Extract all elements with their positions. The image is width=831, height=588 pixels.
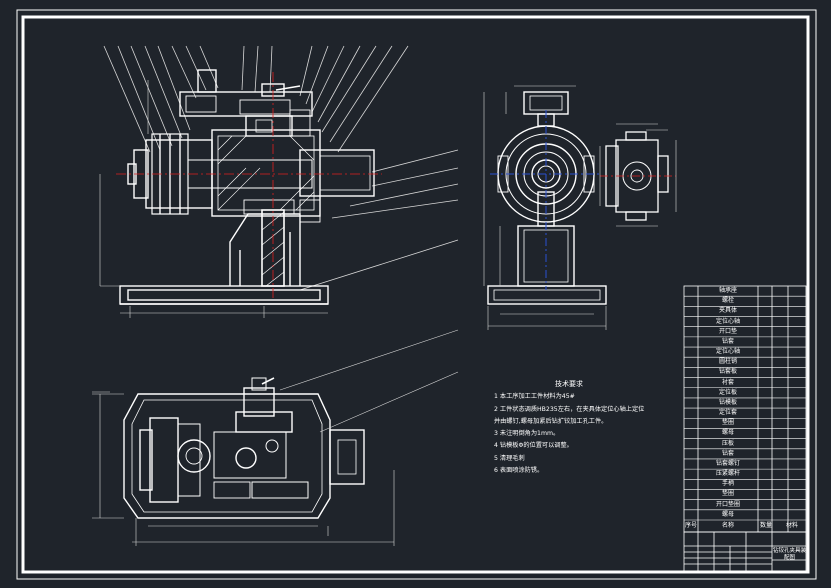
- bom-header-seq: 序号: [685, 522, 698, 529]
- bom-row-name: 开口垫圈: [715, 500, 740, 508]
- bom-row-name: 螺母: [721, 510, 734, 518]
- bom-row-name: 压紧螺杆: [715, 470, 740, 478]
- bom-row: 开口垫圈: [684, 500, 806, 510]
- bom-row: 螺母: [684, 510, 806, 520]
- requirement-item: 1 本工序加工工件材料为45#: [494, 393, 575, 401]
- bom-row: 衬套: [684, 378, 806, 388]
- bom-row: 开口垫: [684, 327, 806, 337]
- requirement-item: 6 表面喷涂防锈。: [494, 467, 544, 475]
- requirement-item: 并由螺钉,螺母加紧后钻扩铰加工孔工件。: [494, 417, 608, 425]
- bom-row: 螺母: [684, 428, 806, 438]
- detail-view: [599, 123, 677, 227]
- bom-row: 圆柱销: [684, 357, 806, 367]
- bom-header-material: 材料: [786, 522, 799, 529]
- bom-row-name: 压板: [721, 439, 734, 447]
- bom-header-qty: 数量: [760, 522, 773, 529]
- technical-requirements-title: 技术要求: [555, 380, 583, 388]
- bom-row-name: 定位心轴: [715, 348, 740, 356]
- bom-row: 夹具体: [684, 306, 806, 316]
- bom-row-name: 螺母: [721, 429, 734, 437]
- bom-row-name: 衬套: [721, 378, 734, 386]
- bom-row: 钻套: [684, 449, 806, 459]
- front-section-view: [99, 45, 459, 318]
- drawing-title: 钻铰孔夹具装配图: [773, 548, 807, 561]
- bom-row: 压紧螺杆: [684, 469, 806, 479]
- bom-row-name: 钻套: [721, 337, 734, 345]
- bom-row-name: 定位套: [718, 409, 737, 417]
- plan-view: [92, 329, 459, 546]
- bom-header: 序号 名称 数量 材料: [684, 520, 806, 532]
- bom-row: 垫圈: [684, 418, 806, 428]
- bom-row: 定位心轴: [684, 347, 806, 357]
- inner-border: [21, 15, 810, 574]
- bom-row-name: 钻套板: [718, 368, 737, 376]
- bom-row-name: 垫圈: [721, 419, 734, 427]
- bom-row: 压板: [684, 439, 806, 449]
- bom-row: 定位套: [684, 408, 806, 418]
- requirement-item: 4 钻模板Φ的位置可以调整。: [494, 442, 573, 450]
- bom-row: 垫圈: [684, 489, 806, 499]
- bom-row: 轴承座: [684, 286, 806, 296]
- requirement-item: 5 清理毛刺: [494, 454, 525, 462]
- bom-row: 手柄: [684, 479, 806, 489]
- outer-border: [16, 9, 817, 580]
- bom-row-name: 定位板: [718, 388, 737, 396]
- bom-row-name: 螺栓: [721, 297, 734, 305]
- bom-row-name: 钻套: [721, 449, 734, 457]
- part-leader-lines: [103, 45, 459, 291]
- bom-row: 钻模板: [684, 398, 806, 408]
- bom-row-name: 定位心轴: [715, 317, 740, 325]
- requirement-item: 2 工件状态调质HB235左右，在夹具体定位心轴上定位: [494, 405, 645, 413]
- bom-row: 定位心轴: [684, 317, 806, 327]
- requirement-item: 3 未注明倒角为1mm。: [494, 430, 560, 438]
- bom-row-name: 钻套螺钉: [715, 459, 740, 467]
- side-view: [483, 85, 607, 330]
- bom-row-lines: [684, 295, 806, 521]
- bom-table: [683, 285, 807, 533]
- bom-row-name: 夹具体: [718, 307, 737, 315]
- bom-row-name: 轴承座: [718, 287, 737, 294]
- bom-row: 钻套板: [684, 367, 806, 377]
- bom-row: 钻套螺钉: [684, 459, 806, 469]
- bom-header-name: 名称: [722, 522, 735, 529]
- title-block: [683, 531, 807, 573]
- bom-row: 定位板: [684, 388, 806, 398]
- bom-row-name: 圆柱销: [718, 358, 737, 366]
- bom-row-name: 钻模板: [718, 398, 737, 406]
- bom-row: 钻套: [684, 337, 806, 347]
- technical-requirements: 技术要求 1 本工序加工工件材料为45# 2 工件状态调质HB235左右，在夹具…: [494, 378, 684, 477]
- bom-row-name: 手柄: [721, 480, 734, 488]
- bom-row-name: 开口垫: [718, 327, 737, 335]
- bom-row-name: 垫圈: [721, 490, 734, 498]
- bom-row: 螺栓: [684, 296, 806, 306]
